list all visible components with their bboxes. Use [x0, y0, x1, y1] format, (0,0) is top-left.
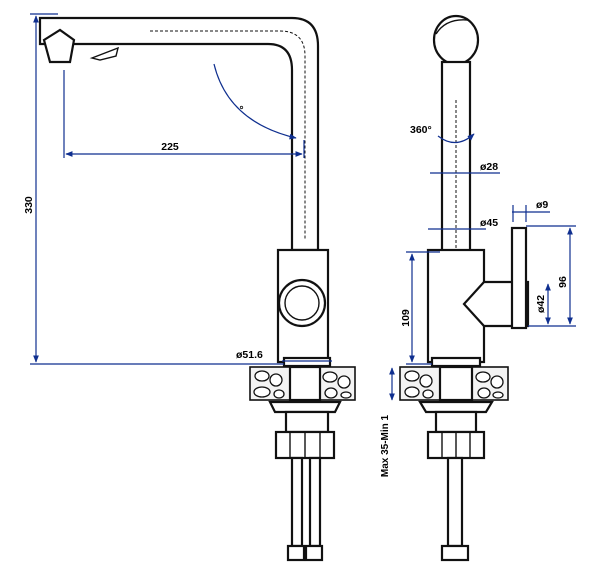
stones-side	[253, 370, 352, 399]
threaded-rod-front	[434, 410, 478, 434]
angle-arc	[213, 63, 297, 140]
spout-tube-side	[38, 16, 320, 252]
shank-front	[438, 365, 474, 402]
hose-fitting-front	[440, 544, 470, 562]
lever-handle-side	[277, 278, 327, 328]
spray-head-nozzle	[42, 28, 76, 64]
mounting-nut-side	[268, 400, 342, 414]
threaded-rod-side	[284, 410, 330, 434]
body-diameter-label: ø45	[480, 217, 498, 229]
height-label: 330	[23, 196, 35, 214]
spray-head-tip	[89, 46, 120, 61]
base-flange-side	[282, 356, 332, 368]
handle-height-label: 96	[557, 276, 569, 288]
rotation-label: 360°	[410, 124, 432, 136]
handle-diameter-label: ø9	[536, 199, 548, 211]
tube-diameter-label: ø28	[480, 161, 498, 173]
hose-fitting-right	[304, 544, 324, 562]
lever-diameter-label: ø42	[535, 295, 547, 313]
shank-side	[288, 365, 322, 402]
hose-left-side	[290, 456, 304, 548]
side-view: 330 225 ° ø51.6	[23, 13, 356, 562]
mounting-nut-front	[418, 400, 494, 414]
spout-centerline	[150, 30, 306, 240]
reach-label: 225	[161, 141, 179, 153]
base-flange-front	[430, 356, 482, 368]
hose-fitting-left	[286, 544, 306, 562]
front-view: 360° ø28 ø45 ø9	[380, 14, 576, 562]
body-height-label: 109	[400, 309, 412, 327]
stones-front	[404, 370, 504, 399]
lever-handle-inner	[284, 285, 320, 321]
spout-top-cap	[432, 14, 480, 66]
hose-front	[446, 456, 464, 548]
rotation-arc	[437, 133, 475, 144]
spout-top-highlight	[435, 19, 469, 35]
hose-right-side	[308, 456, 322, 548]
angle-label: °	[234, 104, 245, 115]
lever-handle-front	[510, 226, 528, 330]
mount-diameter-label: ø51.6	[236, 349, 263, 361]
counter-thickness-label: Max 35-Min 1	[380, 414, 391, 477]
